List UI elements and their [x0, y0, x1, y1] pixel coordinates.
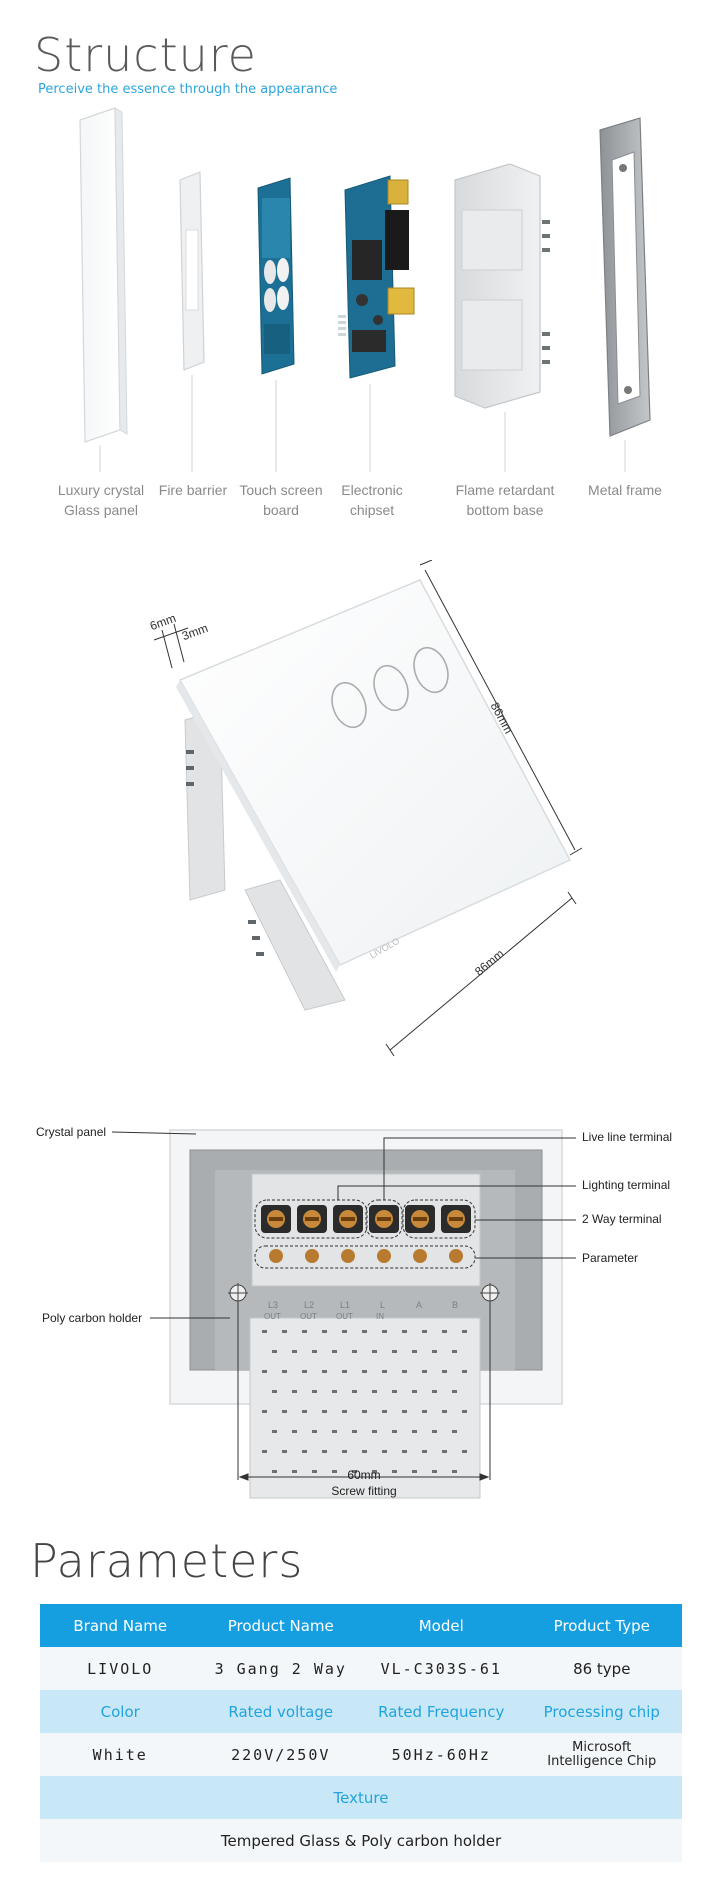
value-color: White	[40, 1733, 201, 1776]
vent-holes	[262, 1330, 467, 1473]
part-label-metal-frame: Metal frame	[588, 482, 662, 498]
terminal-sub-l: IN	[376, 1312, 384, 1321]
callout-2way-terminal: 2 Way terminal	[582, 1212, 662, 1226]
dimension-lines	[153, 560, 583, 1057]
header-model: Model	[361, 1604, 522, 1647]
value-product-type: 86 type	[521, 1647, 682, 1690]
switch-glass-panel	[176, 579, 572, 972]
terminal-sub-l1: OUT	[336, 1312, 353, 1321]
exploded-parts-illustration	[79, 107, 651, 472]
callout-crystal-panel: Crystal panel	[36, 1125, 107, 1139]
terminal-mark-l: L	[380, 1300, 386, 1310]
parameters-title: Parameters	[30, 1534, 304, 1588]
value-rated-frequency: 50Hz-60Hz	[361, 1733, 522, 1776]
header-product-name: Product Name	[200, 1604, 361, 1647]
chipset-icon	[338, 175, 415, 472]
part-label-fire-barrier: Fire barrier	[158, 482, 228, 498]
glass-panel-icon	[79, 107, 128, 472]
structure-title: Structure	[34, 28, 257, 82]
switch-dimensions-illustration	[153, 560, 583, 1057]
parameters-table: Brand Name Product Name Model Product Ty…	[40, 1604, 682, 1862]
terminal-mark-b: B	[452, 1300, 459, 1310]
callout-leaders	[111, 1131, 576, 1481]
switch-base-side	[184, 709, 346, 1011]
label-texture: Texture	[40, 1776, 682, 1819]
callout-poly-carbon-holder: Poly carbon holder	[42, 1311, 143, 1325]
header-product-type: Product Type	[521, 1604, 682, 1647]
header-brand-name: Brand Name	[40, 1604, 201, 1647]
screw-distance: 60mm	[347, 1468, 381, 1482]
terminal-sub-l3: OUT	[264, 1312, 281, 1321]
table-row: LIVOLO 3 Gang 2 Way VL-C303S-61 86 type	[40, 1647, 682, 1690]
part-label-chipset: Electronic chipset	[341, 482, 403, 518]
screw-hole-left	[228, 1283, 248, 1303]
table-row: Tempered Glass & Poly carbon holder	[40, 1819, 682, 1862]
structure-subtitle: Perceive the essence through the appeara…	[38, 82, 338, 97]
terminal-screws-top	[261, 1205, 471, 1233]
value-rated-voltage: 220V/250V	[200, 1733, 361, 1776]
callout-lighting-terminal: Lighting terminal	[582, 1178, 671, 1192]
value-model: VL-C303S-61	[361, 1647, 522, 1690]
value-texture: Tempered Glass & Poly carbon holder	[40, 1819, 682, 1862]
part-label-glass-panel: Luxury crystal Glass panel	[57, 482, 145, 518]
touch-key-3[interactable]	[408, 643, 454, 697]
value-processing-chip: Microsoft Intelligence Chip	[521, 1733, 682, 1776]
screw-fitting-label: Screw fitting	[331, 1484, 397, 1498]
switch-back-illustration	[111, 1129, 576, 1499]
value-brand-name: LIVOLO	[40, 1647, 201, 1690]
poly-carbon-holder	[249, 1317, 481, 1499]
bottom-base-icon	[454, 163, 550, 472]
terminal-mark-l1: L1	[340, 1300, 351, 1310]
label-color: Color	[40, 1690, 201, 1733]
touch-board-icon	[257, 177, 295, 472]
terminal-screws-bottom	[269, 1249, 463, 1263]
screw-hole-right	[480, 1283, 500, 1303]
terminal-mark-l3: L3	[268, 1300, 279, 1310]
touch-key-2[interactable]	[368, 661, 414, 715]
table-row: White 220V/250V 50Hz-60Hz Microsoft Inte…	[40, 1733, 682, 1776]
callout-live-line-terminal: Live line terminal	[582, 1130, 673, 1144]
terminal-mark-a: A	[416, 1300, 423, 1310]
label-processing-chip: Processing chip	[521, 1690, 682, 1733]
touch-key-1[interactable]	[326, 678, 372, 732]
terminal-mark-l2: L2	[304, 1300, 315, 1310]
metal-frame-icon	[599, 117, 651, 472]
table-header-row: Brand Name Product Name Model Product Ty…	[40, 1604, 682, 1647]
part-label-bottom-base: Flame retardant bottom base	[455, 482, 555, 518]
terminal-sub-l2: OUT	[300, 1312, 317, 1321]
fire-barrier-icon	[179, 171, 205, 472]
label-rated-frequency: Rated Frequency	[361, 1690, 522, 1733]
table-label-row: Color Rated voltage Rated Frequency Proc…	[40, 1690, 682, 1733]
label-rated-voltage: Rated voltage	[200, 1690, 361, 1733]
part-label-touch-board: Touch screen board	[239, 482, 323, 518]
table-label-row: Texture	[40, 1776, 682, 1819]
value-product-name: 3 Gang 2 Way	[200, 1647, 361, 1690]
callout-parameter: Parameter	[582, 1251, 639, 1265]
